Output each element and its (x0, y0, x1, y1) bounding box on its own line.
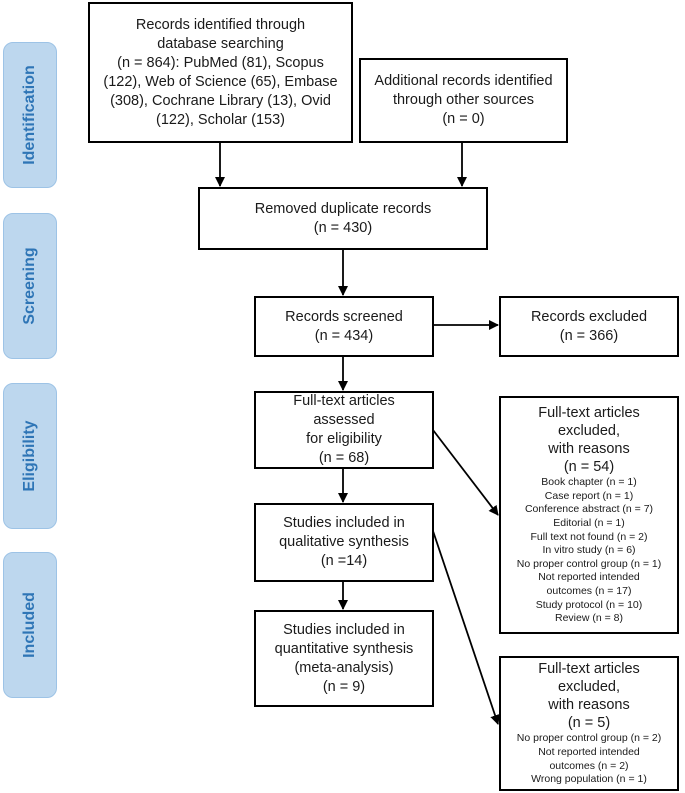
box-qualitative-synthesis: Studies included in qualitative synthesi… (254, 503, 434, 582)
fulltext-assessed-text: Full-text articles assessed for eligibil… (293, 393, 395, 466)
database-records-text: Records identified through database sear… (103, 16, 338, 128)
exclusion-reason: Case report (n = 1) (544, 489, 634, 502)
exclusion-reason: Book chapter (n = 1) (541, 476, 637, 489)
exclusion-reason: Study protocol (n = 10) (535, 598, 643, 611)
records-excluded-text: Records excluded (n = 366) (530, 308, 648, 344)
quantitative-synthesis-text: Studies included in quantitative synthes… (274, 621, 414, 695)
quantitative-excluded-heading: Full-text articles excluded, with reason… (538, 661, 640, 732)
box-duplicates-removed: Removed duplicate records (n = 430) (198, 187, 488, 250)
box-records-excluded: Records excluded (n = 366) (499, 296, 679, 357)
box-fulltext-assessed: Full-text articles assessed for eligibil… (254, 391, 434, 469)
exclusion-reason: Wrong population (n = 1) (531, 773, 647, 786)
additional-records-text: Additional records identified through ot… (374, 73, 553, 127)
fulltext-excluded-heading: Full-text articles excluded, with reason… (538, 405, 640, 476)
records-screened-text: Records screened (n = 434) (285, 308, 403, 344)
box-database-records: Records identified through database sear… (88, 2, 353, 143)
box-quantitative-excluded: Full-text articles excluded, with reason… (499, 656, 679, 791)
box-records-screened: Records screened (n = 434) (254, 296, 434, 357)
exclusion-reason: Not reported intended outcomes (n = 17) (538, 571, 640, 597)
box-fulltext-excluded: Full-text articles excluded, with reason… (499, 396, 679, 634)
exclusion-reason: In vitro study (n = 6) (542, 544, 636, 557)
exclusion-reason: No proper control group (n = 1) (516, 557, 662, 570)
exclusion-reason: Not reported intended outcomes (n = 2) (538, 745, 640, 772)
exclusion-reason: No proper control group (n = 2) (516, 732, 662, 745)
duplicates-removed-text: Removed duplicate records (n = 430) (254, 200, 432, 236)
phase-included: Included (3, 552, 57, 698)
phase-identification: Identification (3, 42, 57, 188)
phase-eligibility: Eligibility (3, 383, 57, 529)
exclusion-reason: Full text not found (n = 2) (530, 530, 648, 543)
box-additional-records: Additional records identified through ot… (359, 58, 568, 143)
arrow-fulltext-to-exclusions (432, 429, 499, 516)
exclusion-reason: Editorial (n = 1) (553, 517, 625, 530)
box-quantitative-synthesis: Studies included in quantitative synthes… (254, 610, 434, 707)
phase-screening: Screening (3, 213, 57, 359)
exclusion-reason: Review (n = 8) (555, 612, 623, 625)
qualitative-synthesis-text: Studies included in qualitative synthesi… (279, 515, 409, 569)
exclusion-reason: Conference abstract (n = 7) (524, 503, 654, 516)
arrow-qualitative-to-exclusions (432, 530, 500, 725)
